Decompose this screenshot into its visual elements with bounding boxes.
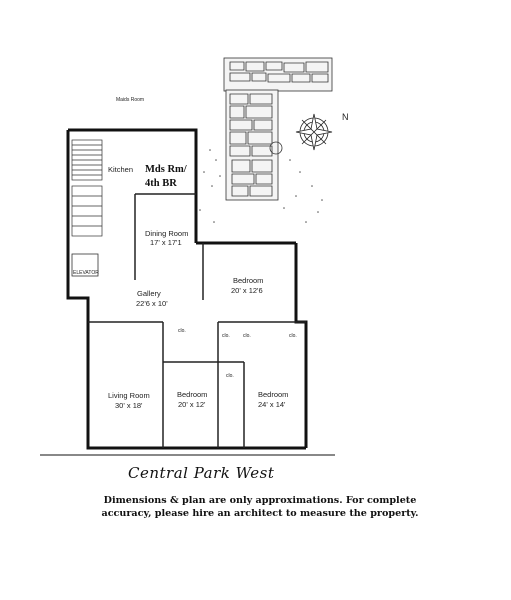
disclaimer-line-1: Dimensions & plan are only approximation…	[103, 495, 417, 506]
bedroom-2-label: Bedroom	[177, 390, 207, 399]
stone-terrace	[223, 57, 333, 201]
street-label: Central Park West	[128, 464, 275, 482]
gallery-dim: 22'6 x 10'	[136, 299, 168, 308]
living-room-label: Living Room	[108, 391, 150, 400]
closet-label: clo.	[226, 373, 234, 379]
bedroom-3-dim: 24' x 14'	[258, 400, 286, 409]
bedroom-3-label: Bedroom	[258, 390, 288, 399]
mds-rm-label: Mds Rm/	[145, 164, 188, 175]
stairs	[71, 139, 103, 237]
closet-label: clo.	[178, 328, 186, 334]
bedroom-1-label: Bedroom	[233, 276, 263, 285]
bedroom-2-dim: 20' x 12'	[178, 400, 206, 409]
closet-label: clo.	[222, 333, 230, 339]
closet-label: clo.	[243, 333, 251, 339]
living-room-dim: 30' x 18'	[115, 401, 143, 410]
disclaimer: Dimensions & plan are only approximation…	[60, 494, 460, 520]
walls	[66, 128, 308, 450]
kitchen-label: Kitchen	[108, 165, 133, 174]
compass-rose-icon	[295, 113, 333, 151]
bedroom-1-dim: 20' x 12'6	[231, 286, 263, 295]
closet-label: clo.	[289, 333, 297, 339]
elevator-label: ELEVATOR	[73, 270, 99, 276]
dining-room-label: Dining Room	[145, 229, 188, 238]
interior-walls	[88, 193, 306, 448]
mds-rm-label-2: 4th BR	[145, 178, 177, 189]
gallery-label: Gallery	[137, 289, 161, 298]
elevator-box	[71, 253, 99, 277]
top-note: Maids Room	[116, 97, 144, 103]
disclaimer-line-2: accuracy, please hire an architect to me…	[101, 508, 419, 519]
planting-area	[199, 149, 323, 223]
dining-room-dim: 17' x 17'1	[150, 238, 182, 247]
north-label: N	[342, 112, 349, 122]
planter-icon	[269, 141, 283, 155]
